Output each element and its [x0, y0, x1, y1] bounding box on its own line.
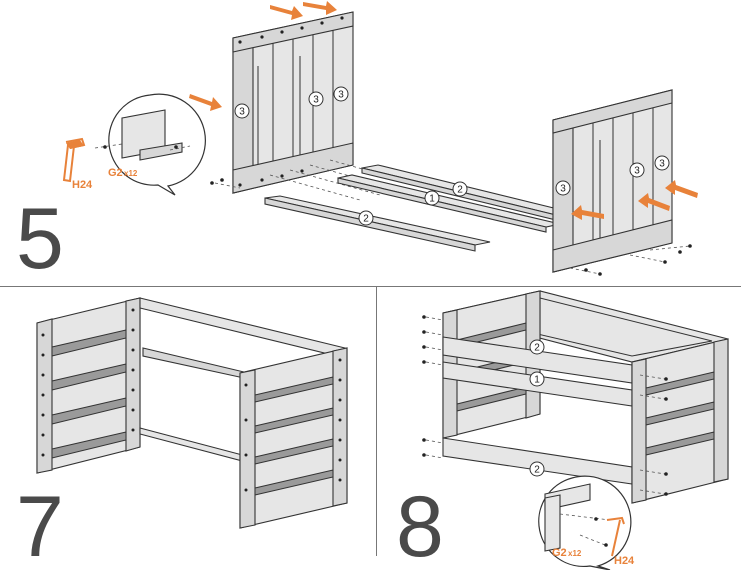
svg-text:2: 2: [534, 465, 540, 476]
right-side-panel: [552, 89, 673, 273]
svg-text:2: 2: [534, 343, 540, 354]
step7-illustration: [36, 297, 348, 529]
step-number-7: 7: [16, 479, 64, 575]
step8-part-label-2-bottom: 2: [529, 461, 545, 477]
part-label-2-a: 2: [452, 181, 468, 197]
step7-left-panel: [36, 297, 141, 474]
right-panel-screws: [210, 178, 692, 276]
step8-tool-label-h24: H24: [614, 555, 635, 567]
detail-bubble-step5: [94, 93, 206, 196]
step-number-5: 5: [16, 191, 64, 287]
left-panel-screws: [238, 16, 344, 187]
screw-label-g2: G2: [108, 167, 123, 179]
part-label-3-c: 3: [333, 86, 349, 102]
svg-text:3: 3: [659, 159, 665, 170]
step8-rail-2-bottom: [442, 437, 633, 485]
part-label-3-a: 3: [234, 103, 250, 119]
step5-illustration: 3 3 3 3 3 3 2 1: [62, 1, 698, 276]
part-label-3-d: 3: [555, 180, 571, 196]
horizontal-divider: [0, 286, 741, 287]
svg-text:3: 3: [560, 184, 566, 195]
orange-arrows-step5: [189, 1, 698, 220]
step8-screw-qty-label: x12: [568, 549, 582, 558]
step7-right-panel: [239, 347, 348, 529]
svg-text:1: 1: [429, 194, 435, 205]
svg-text:3: 3: [239, 107, 245, 118]
part-label-3-e: 3: [629, 162, 645, 178]
step7-back-rail: [139, 297, 346, 464]
part-label-2-b: 2: [358, 210, 374, 226]
vertical-divider: [376, 286, 377, 556]
left-side-panel: [232, 11, 354, 194]
step8-part-label-2-top: 2: [529, 339, 545, 355]
step8-right-panel: [631, 338, 729, 504]
step8-screw-label-g2: G2: [552, 547, 567, 559]
step8-illustration: 2 1 2 G2 x12 H24: [422, 290, 729, 570]
allen-key-icon-step8: [606, 516, 625, 557]
tool-label-h24: H24: [72, 179, 93, 191]
svg-text:2: 2: [457, 185, 463, 196]
step-number-8: 8: [396, 479, 444, 575]
svg-text:1: 1: [534, 375, 540, 386]
svg-text:2: 2: [363, 214, 369, 225]
part-label-3-b: 3: [308, 91, 324, 107]
allen-key-icon: [62, 137, 86, 183]
screw-qty-label: x12: [124, 169, 138, 178]
part-label-1: 1: [424, 190, 440, 206]
step8-part-label-1: 1: [529, 371, 545, 387]
step8-screws: [422, 315, 668, 496]
step7-screws: [41, 308, 342, 492]
svg-text:3: 3: [313, 95, 319, 106]
svg-text:3: 3: [338, 90, 344, 101]
detail-bubble-step8: [538, 475, 632, 570]
svg-text:3: 3: [634, 166, 640, 177]
part-label-3-f: 3: [654, 155, 670, 171]
rail-2-front: [264, 195, 491, 252]
